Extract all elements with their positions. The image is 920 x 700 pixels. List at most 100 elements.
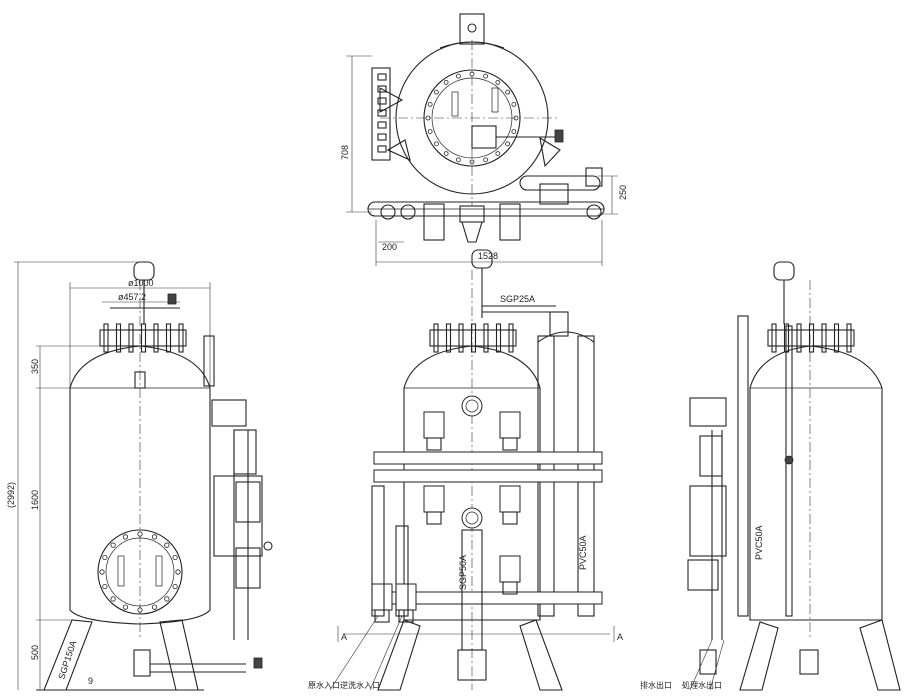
bolt: [137, 531, 143, 537]
bolt: [483, 73, 488, 79]
leg-right: [539, 136, 561, 168]
flange-bolt: [508, 323, 514, 353]
pipe-sgp150: SGP150A: [56, 639, 78, 680]
dim-1600: 1600: [30, 490, 40, 510]
actuator-upper: [233, 429, 257, 475]
pressure-gauge-lower-dial: [465, 511, 479, 525]
flange-bolt: [115, 323, 122, 353]
right-vessel-body: [749, 345, 883, 621]
manhole-side-bolts: [99, 531, 181, 613]
label-backwash-in: 逆洗水入口: [340, 680, 380, 690]
front-leg-right: [519, 619, 563, 691]
bolt: [443, 151, 449, 156]
flange-bolt: [103, 323, 109, 353]
right-pvc-pipe: [737, 315, 749, 617]
nozzle: [377, 85, 387, 93]
flange-bolt: [470, 323, 477, 353]
center-fitting: [459, 205, 485, 223]
section-a-left: A: [341, 632, 347, 642]
nozzle: [377, 97, 387, 105]
dim-1528: 1528: [478, 251, 498, 261]
pipe-end-3: [586, 204, 602, 220]
flange-bolt: [445, 323, 452, 353]
bottom-outlet: [457, 649, 487, 681]
flange-bolt: [433, 323, 439, 353]
flange-bolt: [483, 323, 489, 353]
dim-350: 350: [30, 359, 40, 374]
bolt: [99, 569, 105, 575]
header-upper-2: [373, 469, 603, 483]
bolt: [495, 80, 501, 85]
right-pipe: [519, 175, 601, 191]
sample-valve: [263, 541, 273, 551]
bolt: [110, 542, 116, 548]
leader-drain-out: [689, 639, 713, 691]
pipe-end-2: [400, 204, 416, 220]
right-leg-right: [859, 619, 901, 691]
right-bottom-drain: [799, 649, 819, 675]
bolt: [137, 607, 143, 613]
front-vessel-body: [403, 345, 541, 621]
manhole-handle: [451, 91, 459, 117]
manhole-handle-l: [117, 555, 125, 587]
label-raw-in: 原水入口: [308, 680, 340, 690]
valve-actuator: [371, 583, 393, 611]
label-pvc50a-right: PVC50A: [754, 525, 764, 560]
right-valve: [539, 183, 569, 205]
valve-body: [502, 437, 518, 451]
valve-upper: [211, 399, 247, 427]
section-a-right: A: [617, 632, 623, 642]
flange-bolt: [771, 323, 777, 353]
bolt: [122, 604, 129, 610]
vent-valve: [167, 293, 177, 305]
valve-body: [502, 581, 518, 595]
pipe-end-1: [380, 204, 396, 220]
dim-2992: (2992): [6, 482, 16, 508]
right-top-flange: [767, 329, 855, 347]
right-flange-bolts: [771, 323, 852, 353]
left-view: (2992) 350 1600 500 ø1000 ø457.2 SGP150A…: [6, 261, 273, 691]
bolt: [102, 554, 108, 561]
dim-d457: ø457.2: [118, 292, 146, 302]
bolt: [511, 129, 517, 134]
flange-bolt: [178, 323, 184, 353]
bottom-drain: [133, 649, 151, 677]
bolt: [483, 157, 488, 163]
bolt: [110, 596, 116, 602]
front-leg-left: [377, 619, 421, 691]
nozzle: [377, 145, 387, 153]
bolt: [511, 102, 517, 107]
vent-riser: [203, 335, 215, 387]
bolt: [495, 151, 501, 156]
valve-actuator: [423, 411, 445, 439]
leg-right-side: [159, 619, 199, 691]
lug-hole: [467, 23, 477, 33]
right-actuator-2: [687, 559, 719, 591]
bolt: [434, 141, 439, 147]
bolt: [164, 596, 170, 602]
dim-708: 708: [340, 145, 350, 160]
bolt: [102, 583, 108, 590]
center-strainer: [461, 221, 483, 243]
label-treated-out: 処理水出口: [682, 680, 722, 690]
right-actuator-1: [699, 435, 723, 477]
dim-250: 250: [618, 185, 628, 200]
label-pvc50a-front: PVC50A: [578, 535, 588, 570]
level-tube: [785, 325, 793, 617]
valve-actuator: [499, 411, 521, 439]
front-flange-bolts: [433, 323, 514, 353]
right-valve-stack: [689, 485, 727, 557]
right-flange: [585, 167, 603, 187]
level-indicator: [784, 455, 794, 465]
label-sgp25a: SGP25A: [500, 294, 535, 304]
valve-actuator-2: [499, 203, 521, 241]
nozzle: [377, 133, 387, 141]
bolt: [456, 157, 461, 163]
valve-actuator: [499, 485, 521, 513]
leg-left: [386, 139, 411, 161]
flange-bolt: [495, 323, 502, 353]
front-valves: [371, 411, 521, 623]
valve-actuator-1: [423, 203, 445, 241]
bolt: [505, 89, 510, 95]
